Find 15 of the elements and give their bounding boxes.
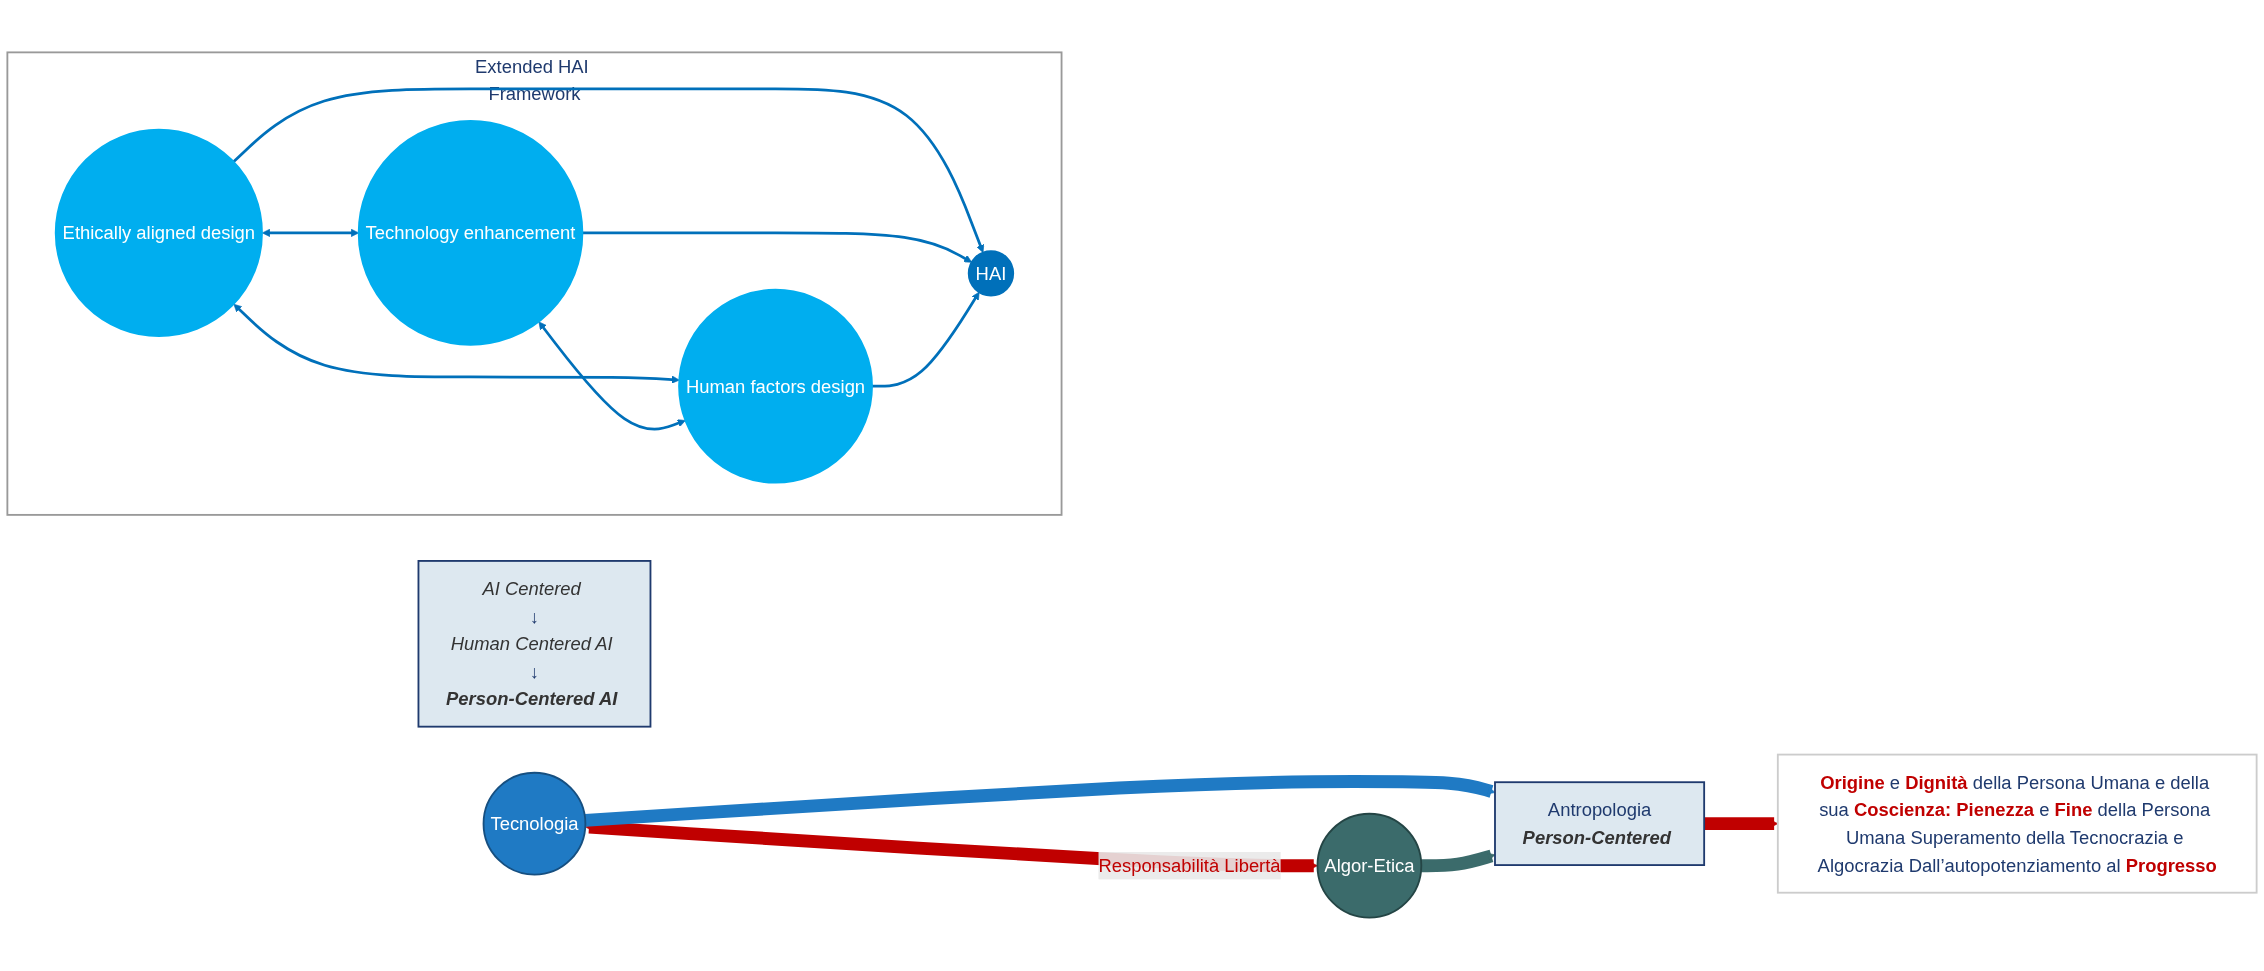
node-circle: Human factors design (678, 289, 873, 485)
node-box: AI Centered ↓ Human Centered AI ↓ Person-Centered AI (417, 560, 652, 729)
node-box: Antropologia Person-Centered (1494, 781, 1706, 867)
node-circle: HAI (967, 250, 1015, 297)
node-box: Origine e Dignità della Persona Umana e della sua Coscienza: Pienezza e Fine della Persona Umana Superamento della Tecnocrazia e Algocrazia Dall’autopotenziamento al Progresso (1776, 754, 2258, 895)
arrow (872, 292, 980, 389)
arrow (233, 304, 680, 385)
arrow (232, 87, 985, 254)
node-circle: Ethically aligned design (54, 129, 263, 338)
arrow (582, 232, 972, 264)
node-circle: Algor-Etica (1316, 813, 1423, 920)
node-circle: Technology enhancement (357, 120, 584, 347)
arrow (538, 322, 686, 431)
node-circle: Tecnologia (482, 772, 587, 876)
edge-label: Responsabilità Libertà (1098, 856, 1281, 877)
